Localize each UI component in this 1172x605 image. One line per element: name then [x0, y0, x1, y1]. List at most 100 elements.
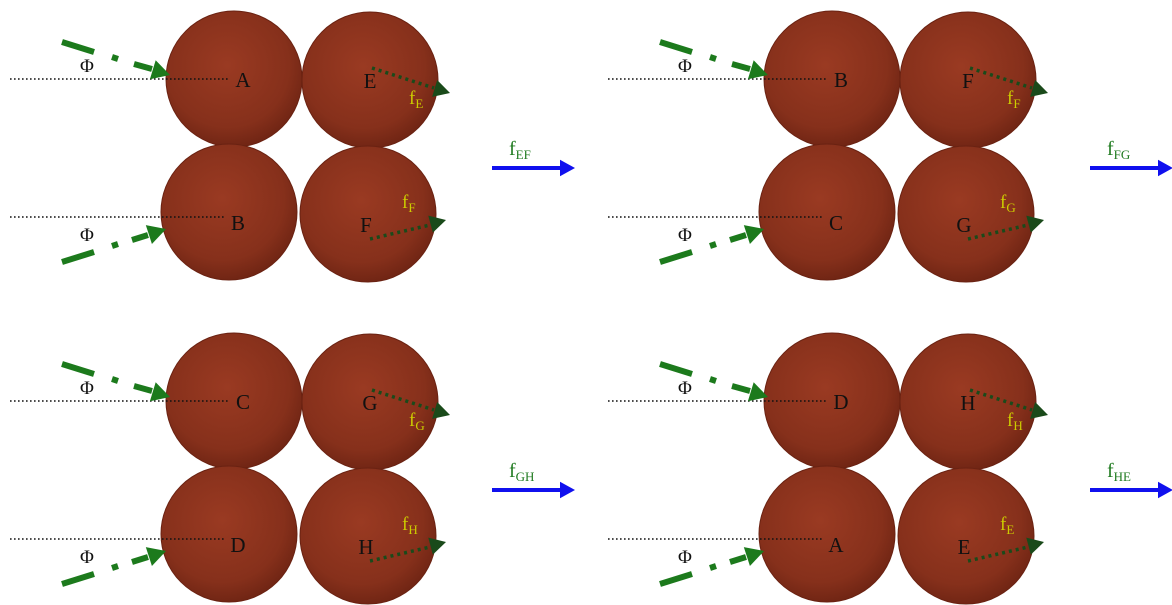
incoming-arrow-top-dash-1: [659, 361, 693, 377]
incoming-arrow-top-dash-2: [133, 61, 153, 72]
phi-label-bottom: Φ: [80, 547, 94, 568]
phi-label-bottom: Φ: [678, 225, 692, 246]
force-label-bottom-sub: E: [1006, 522, 1014, 537]
phi-label-bottom: Φ: [678, 547, 692, 568]
incoming-arrow-top-head: [747, 60, 768, 80]
flow-label-main: f: [1107, 138, 1114, 160]
force-arrow-bottom-line: [369, 223, 431, 241]
force-label-top-main: f: [1007, 88, 1014, 109]
flow-label-sub: FG: [1114, 147, 1131, 162]
incoming-arrow-bottom-dot: [709, 563, 717, 571]
incoming-arrow-bottom-dash-2: [729, 232, 747, 243]
force-label-bottom-main: f: [402, 514, 409, 535]
sphere-label-bottom-left: C: [829, 211, 843, 235]
sphere-label-bottom-left: A: [828, 533, 844, 557]
force-arrow-top: [969, 388, 1048, 419]
force-label-top-sub: H: [1013, 418, 1022, 433]
phi-label-top: Φ: [678, 56, 692, 77]
flow-label: fGH: [509, 460, 534, 484]
force-label-top-sub: G: [415, 418, 424, 433]
force-arrow-bottom-head: [428, 537, 446, 555]
sphere-label-bottom-left: B: [231, 211, 245, 235]
force-arrow-bottom-line: [369, 545, 431, 563]
force-arrow-bottom-head: [1026, 215, 1044, 233]
force-label-top-sub: F: [1013, 96, 1020, 111]
flow-label-main: f: [509, 460, 516, 482]
sphere-label-top-right: H: [960, 391, 975, 415]
sphere-label-top-left: B: [834, 68, 848, 92]
force-label-top-main: f: [409, 410, 416, 431]
sphere-label-top-right: G: [362, 391, 377, 415]
incoming-arrow-bottom-dot: [111, 563, 119, 571]
sphere-bottom-right: [897, 145, 1035, 283]
flow-arrow: [1090, 481, 1172, 499]
incoming-arrow-top-dot: [111, 376, 119, 384]
force-arrow-bottom-head: [1026, 537, 1044, 555]
force-arrow-top-head: [1030, 79, 1048, 97]
force-arrow-bottom-line: [967, 545, 1029, 563]
force-label-top: fE: [409, 88, 423, 111]
flow-label: fEF: [509, 138, 531, 162]
sphere-bottom-left: [160, 143, 298, 281]
sphere-label-bottom-left: D: [230, 533, 245, 557]
incoming-arrow-top-head: [149, 382, 170, 402]
phi-label-top: Φ: [80, 56, 94, 77]
force-arrow-bottom: [369, 537, 446, 563]
force-label-top-sub: E: [415, 96, 423, 111]
incoming-arrow-bottom-dot: [111, 241, 119, 249]
incoming-arrow-top: [61, 39, 170, 80]
force-label-top-main: f: [409, 88, 416, 109]
incoming-arrow-bottom-dash-1: [659, 249, 693, 265]
incoming-arrow-top-head: [747, 382, 768, 402]
incoming-arrow-bottom-head: [145, 225, 166, 244]
force-label-top: fF: [1007, 88, 1021, 111]
incoming-arrow-top-dot: [709, 54, 717, 62]
incoming-arrow-top-dot: [709, 376, 717, 384]
force-label-bottom-sub: H: [408, 522, 417, 537]
incoming-arrow-bottom-head: [145, 547, 166, 566]
flow-label: fHE: [1107, 460, 1131, 484]
force-arrow-bottom: [967, 215, 1044, 241]
phi-label-bottom: Φ: [80, 225, 94, 246]
force-label-bottom: fF: [402, 192, 416, 215]
force-label-top-main: f: [1007, 410, 1014, 431]
force-label-top: fH: [1007, 410, 1023, 433]
sphere-label-top-right: E: [364, 69, 377, 93]
incoming-arrow-top: [61, 361, 170, 402]
incoming-arrow-bottom-dash-2: [131, 232, 149, 243]
incoming-arrow-top: [659, 39, 768, 80]
sphere-label-top-left: A: [235, 68, 251, 92]
incoming-arrow-bottom: [659, 225, 764, 265]
sphere-bottom-left: [160, 465, 298, 603]
sphere-bottom-right: [897, 467, 1035, 605]
force-label-bottom-main: f: [402, 192, 409, 213]
flow-label: fFG: [1107, 138, 1130, 162]
incoming-arrow-bottom-dash-2: [729, 554, 747, 565]
flow-arrow: [1090, 159, 1172, 177]
incoming-arrow-bottom-dash-2: [131, 554, 149, 565]
sphere-label-bottom-right: H: [358, 535, 373, 559]
incoming-arrow-bottom-dash-1: [659, 571, 693, 587]
sphere-label-bottom-right: F: [360, 213, 372, 237]
incoming-arrow-top-dash-1: [61, 361, 95, 377]
incoming-arrow-bottom: [61, 547, 166, 587]
incoming-arrow-top-dot: [111, 54, 119, 62]
sphere-label-top-left: C: [236, 390, 250, 414]
force-arrow-bottom: [967, 537, 1044, 563]
sphere-label-bottom-right: G: [956, 213, 971, 237]
flow-label-sub: GH: [516, 469, 535, 484]
force-label-bottom: fH: [402, 514, 418, 537]
sphere-label-bottom-right: E: [958, 535, 971, 559]
force-arrow-top: [371, 66, 450, 97]
sphere-label-top-right: F: [962, 69, 974, 93]
force-arrow-top-head: [432, 79, 450, 97]
force-label-bottom-sub: G: [1006, 200, 1015, 215]
flow-arrow: [492, 481, 575, 499]
force-arrow-top: [969, 66, 1048, 97]
force-label-bottom-sub: F: [408, 200, 415, 215]
